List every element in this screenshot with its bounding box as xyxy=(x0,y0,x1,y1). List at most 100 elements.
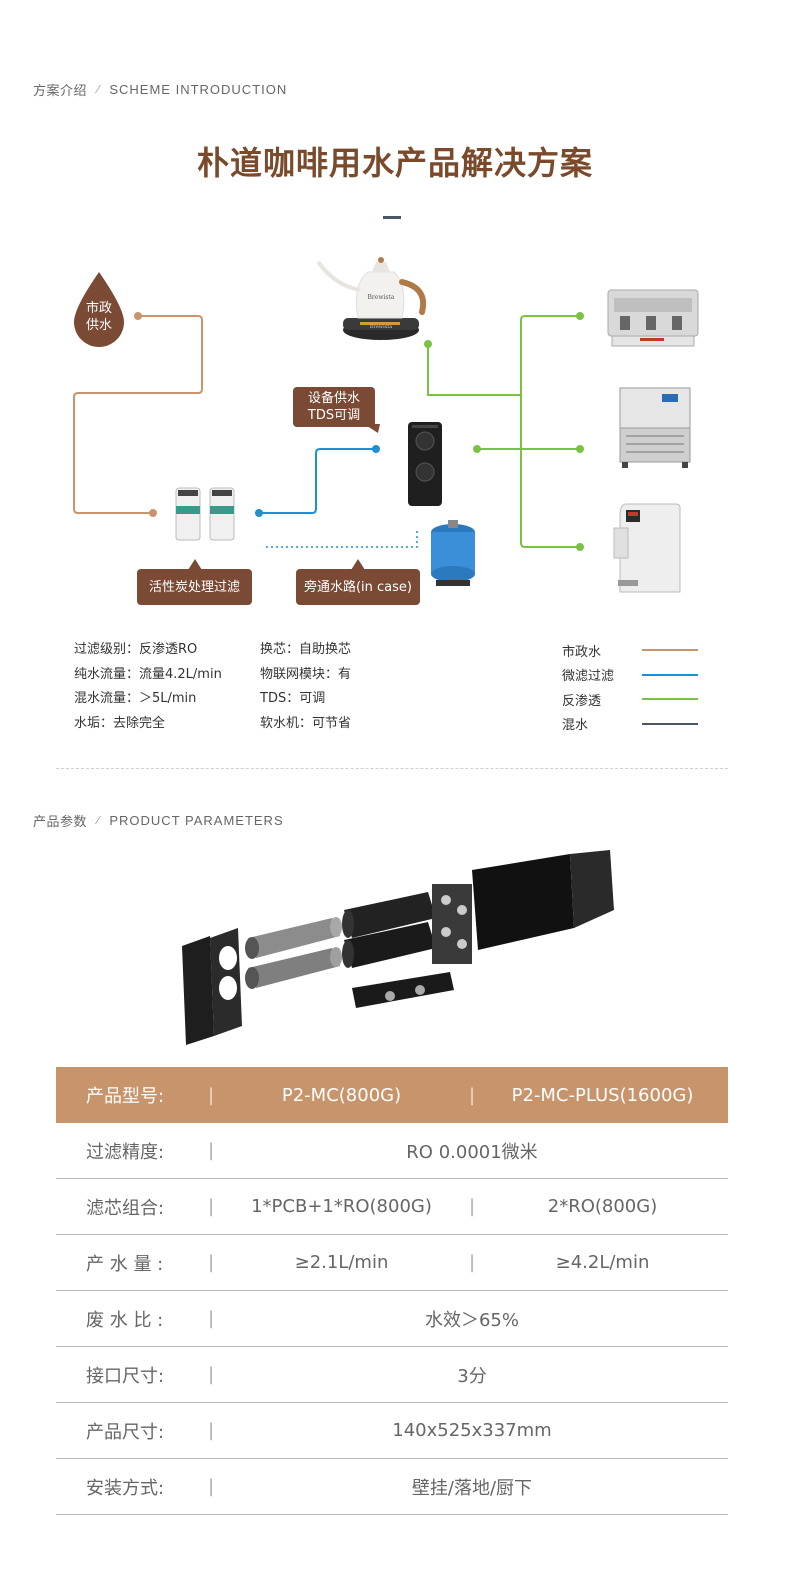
table-row: 滤芯组合: | 1*PCB+1*RO(800G) | 2*RO(800G) xyxy=(56,1179,728,1235)
legend-line-municipal xyxy=(642,649,698,652)
node-municipal-start xyxy=(134,312,142,320)
node-microfilter-end xyxy=(372,445,380,453)
node-ro-kettle xyxy=(424,340,432,348)
spec-item: 物联网模块：有 xyxy=(260,666,352,682)
table-key: 滤芯组合: xyxy=(86,1197,165,1219)
table-row: 产 水 量 : | ≥2.1L/min | ≥4.2L/min xyxy=(56,1235,728,1291)
bubble-bypass-text: 旁通水路(in case) xyxy=(303,579,412,595)
purifier-unit-illustration xyxy=(408,422,442,506)
table-separator: | xyxy=(468,1252,476,1273)
table-header-row: 产品型号: | P2-MC(800G) | P2-MC-PLUS(1600G) xyxy=(56,1067,728,1123)
legend-row-municipal: 市政水 xyxy=(562,638,698,663)
legend-label: 混水 xyxy=(562,718,589,734)
table-separator: | xyxy=(207,1364,215,1385)
section-label-en: PRODUCT PARAMETERS xyxy=(109,813,284,828)
section-label-cn: 方案介绍 xyxy=(33,84,88,99)
tube-assembly-icon xyxy=(352,972,454,1008)
legend-row-ro: 反渗透 xyxy=(562,687,698,712)
line-bypass xyxy=(266,530,418,548)
product-exploded-view xyxy=(182,850,614,1045)
table-key: 接口尺寸: xyxy=(86,1365,165,1387)
table-separator: | xyxy=(207,1308,215,1329)
scheme-diagram: Brewista Brewista xyxy=(73,257,699,593)
kettle-illustration: Brewista Brewista xyxy=(316,257,426,340)
table-key: 废 水 比 : xyxy=(86,1309,164,1331)
table-key: 产品尺寸: xyxy=(86,1421,165,1443)
bubble-device-supply: 设备供水 TDS可调 xyxy=(293,387,375,427)
legend-line-microfilter xyxy=(642,673,698,676)
spec-item: 软水机：可节省 xyxy=(260,715,352,731)
ro-cartridges-icon xyxy=(245,917,342,989)
section-divider xyxy=(56,768,728,769)
page-title: 朴道咖啡用水产品解决方案 xyxy=(196,144,593,182)
node-ro-dispenser xyxy=(576,543,584,551)
spec-item: 混水流量：＞5L/min xyxy=(74,691,197,706)
section-label-en: SCHEME INTRODUCTION xyxy=(109,82,288,97)
node-municipal-end xyxy=(149,509,157,517)
node-ro-ice xyxy=(576,445,584,453)
bubble-bypass-tail xyxy=(351,559,365,570)
spec-item: 换芯：自助换芯 xyxy=(260,642,352,657)
kettle-base-brand-text: Brewista xyxy=(370,324,392,330)
table-cell: 1*PCB+1*RO(800G) xyxy=(251,1196,432,1217)
parameters-table: 产品型号: | P2-MC(800G) | P2-MC-PLUS(1600G) … xyxy=(56,1067,728,1515)
table-cell: 140x525x337mm xyxy=(392,1420,552,1441)
line-microfilter xyxy=(259,448,376,514)
table-row: 安装方式: | 壁挂/落地/厨下 xyxy=(56,1459,728,1515)
table-row: 接口尺寸: | 3分 xyxy=(56,1347,728,1403)
section-label-scheme: 方案介绍 ⁄ SCHEME INTRODUCTION xyxy=(33,80,287,99)
bubble-carbon-text: 活性炭处理过滤 xyxy=(148,579,240,595)
table-separator: | xyxy=(207,1140,215,1161)
node-ro-espresso xyxy=(576,312,584,320)
bubble-bypass: 旁通水路(in case) xyxy=(296,569,420,605)
table-separator: | xyxy=(207,1476,215,1497)
water-drop-icon xyxy=(74,272,124,347)
table-row: 废 水 比 : | 水效＞65% xyxy=(56,1291,728,1347)
main-housing-icon xyxy=(472,854,574,950)
bubble-device-line1: 设备供水 xyxy=(307,391,360,406)
table-cell: RO 0.0001微米 xyxy=(406,1141,538,1163)
table-separator: | xyxy=(207,1420,215,1441)
manifold-icon xyxy=(432,884,472,964)
spec-item: 过滤级别：反渗透RO xyxy=(74,642,198,657)
node-ro-purifier xyxy=(473,445,481,453)
title-underline xyxy=(383,216,401,219)
filter-housings-icon xyxy=(342,892,436,968)
specs-mid: 换芯：自助换芯 物联网模块：有 TDS：可调 软水机：可节省 xyxy=(260,638,351,736)
pressure-tank-illustration xyxy=(431,520,475,586)
line-ro-devices xyxy=(477,315,580,548)
table-row: 产品尺寸: | 140x525x337mm xyxy=(56,1403,728,1459)
table-cell: P2-MC-PLUS(1600G) xyxy=(511,1084,694,1106)
legend-label: 反渗透 xyxy=(562,693,602,709)
bubble-carbon-tail xyxy=(188,559,202,570)
section-label-slash: ⁄ xyxy=(97,83,100,96)
water-dispenser-illustration xyxy=(613,503,681,593)
table-cell: 3分 xyxy=(457,1365,487,1387)
spec-item: TDS：可调 xyxy=(260,691,326,706)
carbon-filter-illustration xyxy=(175,487,235,541)
ice-machine-illustration xyxy=(619,387,691,468)
line-ro-kettle xyxy=(427,344,521,396)
legend-line-ro xyxy=(642,698,698,701)
drop-label-line2: 供水 xyxy=(85,318,112,333)
table-separator: | xyxy=(468,1196,476,1217)
front-cover-icon xyxy=(182,936,214,1045)
table-cell: P2-MC(800G) xyxy=(281,1084,402,1106)
table-cell: 2*RO(800G) xyxy=(547,1196,658,1217)
table-key: 产品型号: xyxy=(86,1086,165,1107)
table-cell: 壁挂/落地/厨下 xyxy=(411,1477,533,1499)
table-row: 过滤精度: | RO 0.0001微米 xyxy=(56,1123,728,1179)
table-separator: | xyxy=(207,1084,215,1106)
specs-left: 过滤级别：反渗透RO 纯水流量：流量4.2L/min 混水流量：＞5L/min … xyxy=(74,638,222,736)
table-key: 安装方式: xyxy=(86,1477,165,1499)
bubble-device-tail xyxy=(364,424,380,433)
section-label-slash: ⁄ xyxy=(97,814,100,827)
table-cell: 水效＞65% xyxy=(424,1309,519,1331)
bubble-device-line2: TDS可调 xyxy=(307,408,361,423)
table-key: 产 水 量 : xyxy=(86,1253,164,1275)
legend-label: 微滤过滤 xyxy=(562,669,615,685)
spec-item: 水垢：去除完全 xyxy=(74,715,166,731)
kettle-brand-text: Brewista xyxy=(368,294,395,301)
node-microfilter-start xyxy=(255,509,263,517)
table-cell: ≥2.1L/min xyxy=(294,1252,389,1273)
